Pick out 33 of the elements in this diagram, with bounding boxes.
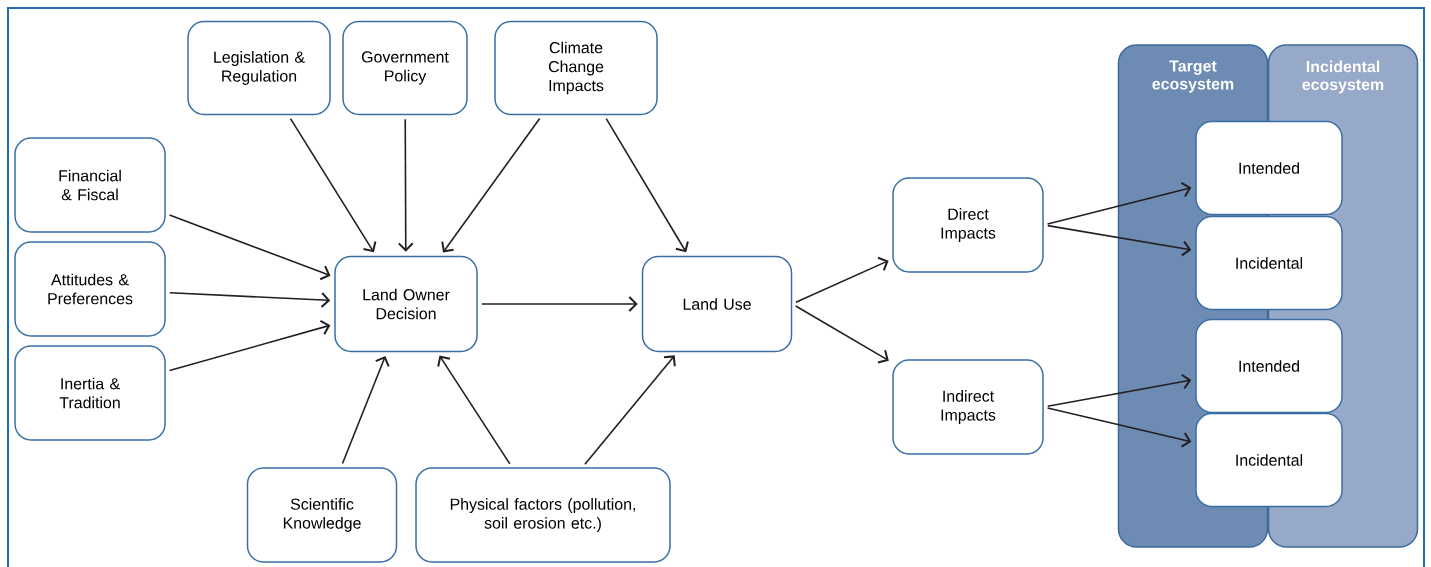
arrow xyxy=(1046,181,1192,225)
process-box: Climate Change Impacts xyxy=(494,20,658,116)
arrow xyxy=(397,118,414,252)
process-box: Land Owner Decision xyxy=(334,255,478,353)
process-box: Land Use xyxy=(641,255,793,353)
arrow xyxy=(1046,224,1192,257)
arrow xyxy=(795,256,889,304)
process-box: Financial & Fiscal xyxy=(14,137,166,233)
process-box: Physical factors (pollution, soil erosion etc.) xyxy=(415,467,671,563)
process-box: Indirect Impacts xyxy=(892,359,1044,455)
arrow xyxy=(794,305,889,364)
arrow xyxy=(605,117,689,253)
process-box: Attitudes & Preferences xyxy=(14,241,166,337)
process-box: Direct Impacts xyxy=(892,177,1044,273)
arrow xyxy=(437,355,511,465)
arrow xyxy=(441,117,541,253)
arrow xyxy=(341,355,390,465)
process-box: Incidental xyxy=(1195,412,1343,508)
arrow xyxy=(480,296,638,312)
process-box: Inertia & Tradition xyxy=(14,345,166,441)
arrow xyxy=(1046,407,1192,448)
arrow xyxy=(168,291,331,308)
arrow xyxy=(168,214,331,281)
process-box: Intended xyxy=(1195,318,1343,414)
process-box: Legislation & Regulation xyxy=(187,20,331,116)
process-box: Intended xyxy=(1195,120,1343,216)
process-box: Incidental xyxy=(1195,215,1343,311)
arrow xyxy=(168,319,331,372)
arrow xyxy=(1046,373,1192,408)
process-box: Scientific Knowledge xyxy=(246,467,398,563)
process-box: Government Policy xyxy=(342,20,468,116)
arrow xyxy=(584,355,676,465)
arrow xyxy=(289,117,377,253)
